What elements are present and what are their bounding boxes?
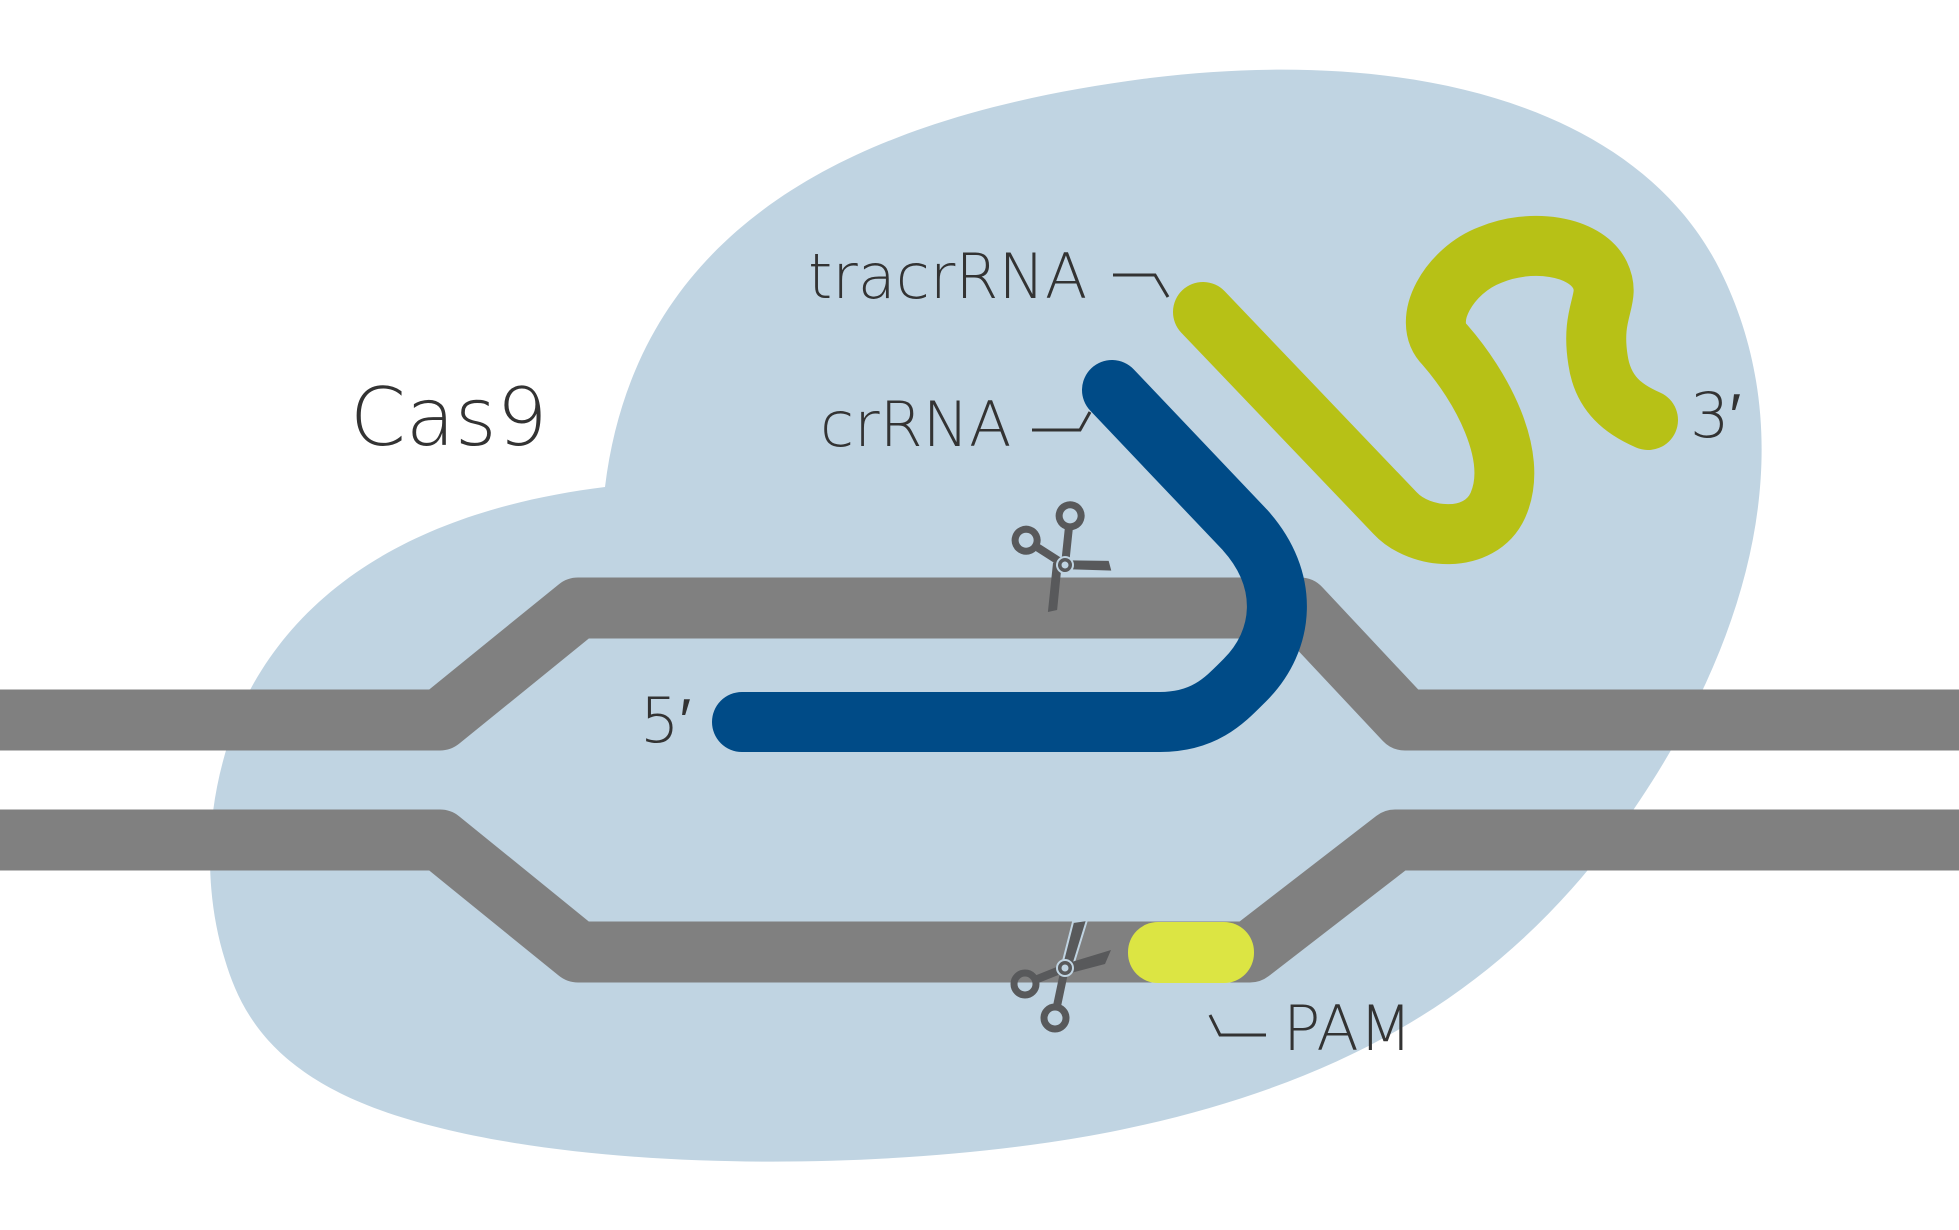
- crrna-strand: [712, 360, 1307, 752]
- tracrrna-strand: [1173, 215, 1678, 565]
- scissors-icon: [1010, 918, 1111, 1033]
- pam-label: PAM: [1283, 992, 1412, 1065]
- crrna-label: crRNA: [820, 388, 1011, 461]
- pam-sequence: [1128, 922, 1254, 983]
- cas9-label: Cas9: [350, 371, 547, 464]
- dna-top-strand: [0, 577, 1959, 751]
- tracrrna-leader-line: [1113, 273, 1170, 298]
- three-prime-label: 3′: [1690, 379, 1741, 452]
- tracrrna-label: tracrRNA: [808, 240, 1087, 313]
- dna-bottom-strand: [0, 809, 1959, 983]
- pam-leader-line: [1208, 1014, 1266, 1037]
- five-prime-label: 5′: [640, 684, 691, 757]
- crrna-leader-line: [1032, 411, 1092, 432]
- scissors-icon: [1011, 501, 1114, 612]
